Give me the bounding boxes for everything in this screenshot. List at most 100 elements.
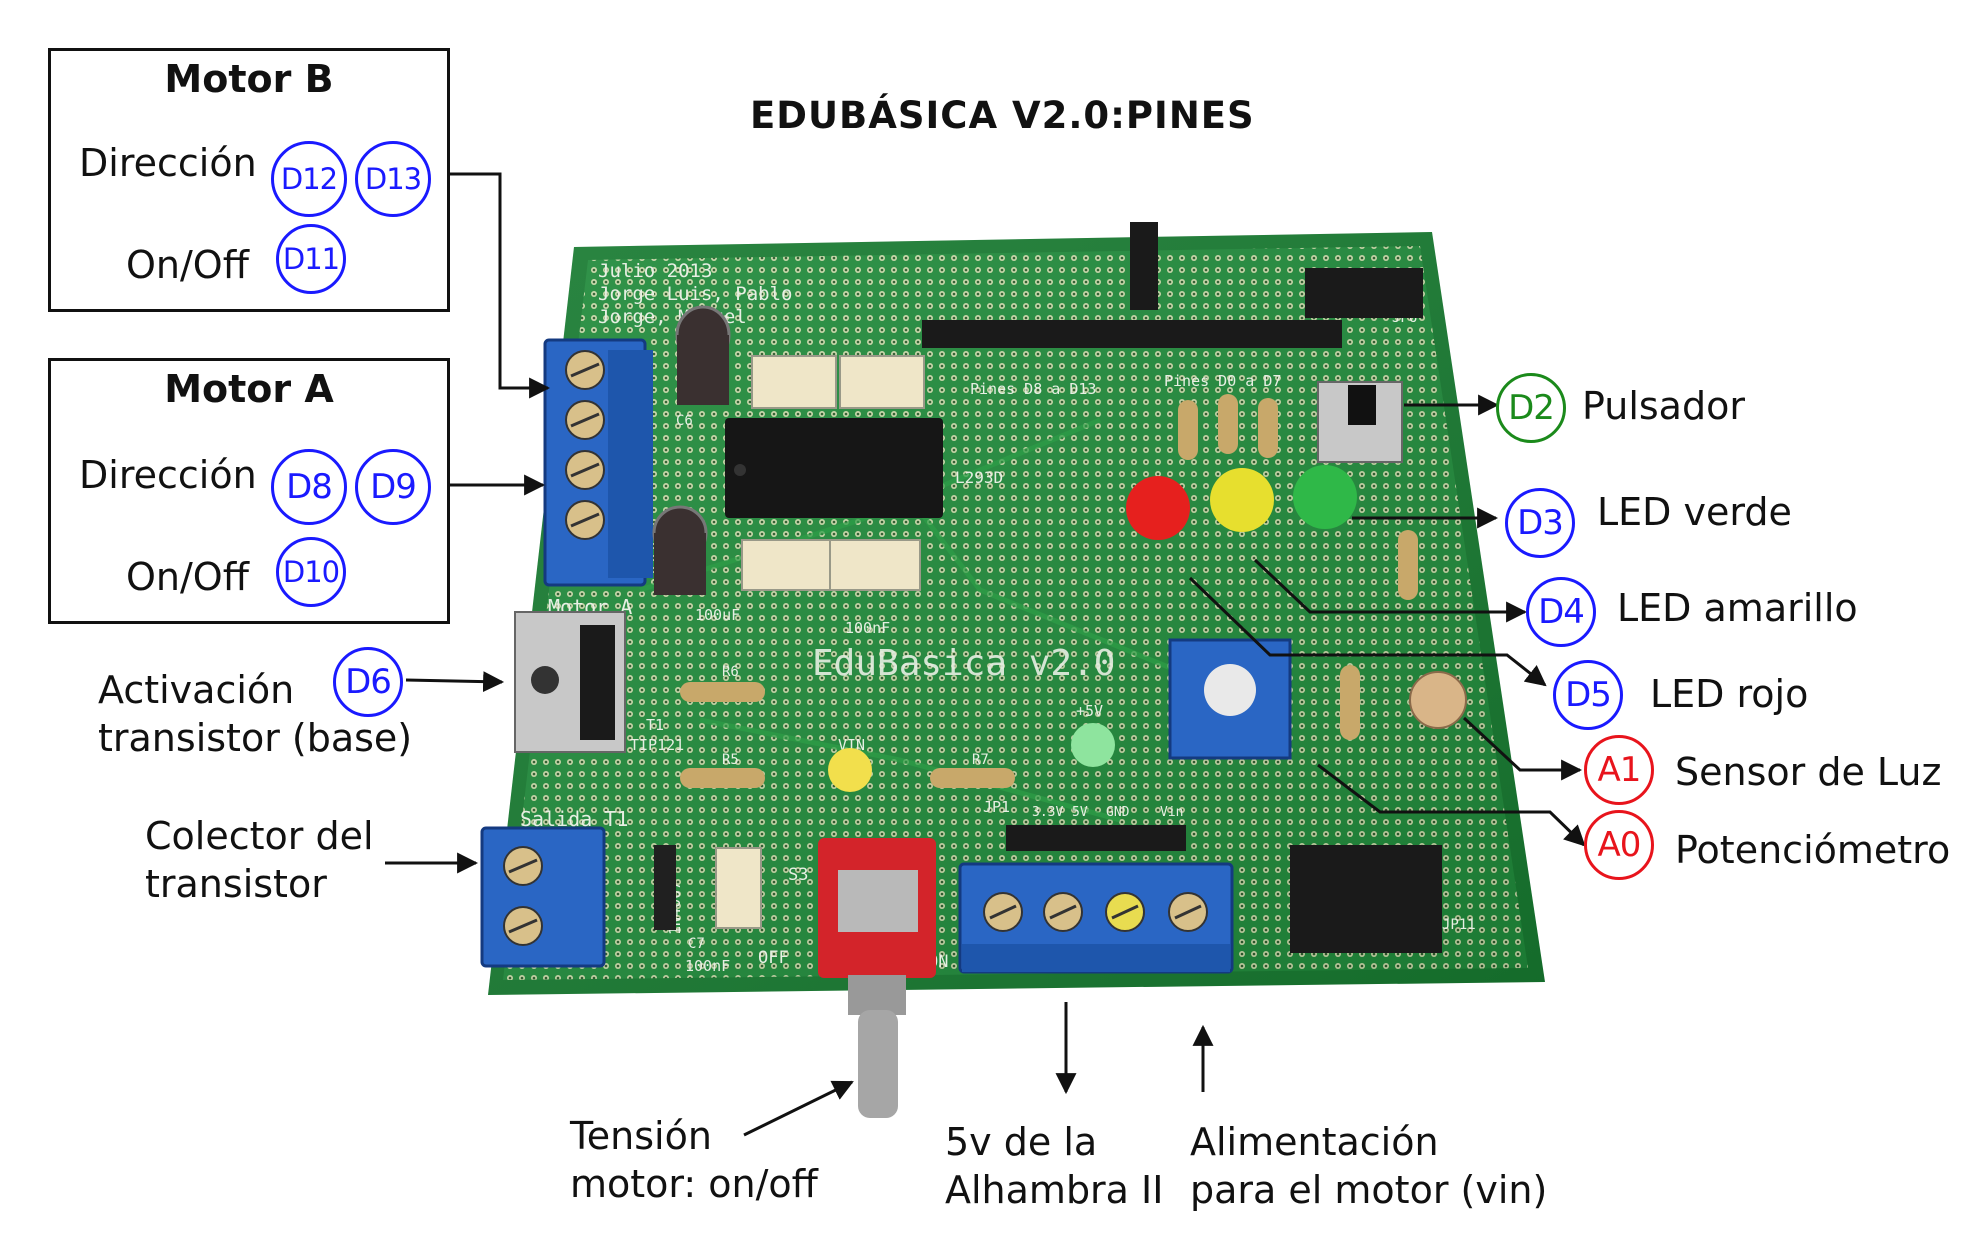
silk-ic: L293D — [955, 468, 1003, 487]
led-red — [1126, 476, 1190, 540]
silk-cap-c3: 100nF — [845, 619, 890, 637]
pin-d12: D12 — [271, 141, 347, 217]
silk-cap-c7: 100nF — [685, 957, 730, 975]
silk-pins-left: Pines D8 a D13 — [970, 380, 1096, 398]
silk-cap-c5: 100uF — [695, 606, 740, 624]
label-pulsador: Pulsador — [1582, 384, 1745, 428]
motor-a-direction-label: Dirección — [79, 453, 257, 497]
motor-a-onoff-label: On/Off — [126, 555, 249, 599]
motor-b-direction-label: Dirección — [79, 141, 257, 185]
led-vin — [828, 748, 872, 792]
connector-arrows — [385, 172, 1586, 1137]
arrow-motor-b — [450, 172, 551, 399]
pin-d13: D13 — [355, 141, 431, 217]
silk-off: OFF — [758, 948, 789, 968]
transistor-tip121 — [514, 611, 626, 753]
led-yellow — [1210, 468, 1274, 532]
diagram-title: EDUBÁSICA V2.0:PINES — [750, 94, 1255, 137]
activation-label-line1: Activación — [98, 668, 295, 712]
capacitor-c7 — [715, 847, 762, 929]
capacitor-film-1 — [751, 355, 837, 409]
header-jp1 — [1006, 825, 1186, 851]
capacitor-film-2 — [839, 355, 925, 409]
arrow-potenciometro — [1317, 763, 1586, 847]
resistors — [680, 394, 1418, 788]
motor-terminal-block — [543, 338, 653, 587]
silk-3v3: 3.3V — [1032, 805, 1063, 820]
pin-d10: D10 — [276, 537, 346, 607]
pin-a0: A0 — [1584, 810, 1654, 880]
arrow-led-rojo — [1188, 576, 1547, 687]
header-jp11 — [1290, 845, 1442, 953]
ldr-sensor — [1409, 671, 1467, 729]
silk-r7: R7 — [972, 752, 989, 768]
motor-switch-label-line1: Tensión — [570, 1114, 712, 1158]
capacitor-film-3 — [741, 539, 833, 591]
capacitor-film-4 — [829, 539, 921, 591]
motor-a-heading: Motor A — [164, 367, 334, 411]
motor-b-box: Motor B Dirección D12 D13 On/Off D11 — [48, 48, 450, 312]
silk-credit-1: Julio 2013 — [598, 260, 712, 282]
pin-d3: D3 — [1505, 488, 1575, 558]
power-terminal-block — [958, 862, 1234, 974]
motor-switch-label-line2: motor: on/off — [570, 1162, 818, 1206]
silk-pins-right: Pines D0 a D7 — [1164, 372, 1281, 390]
label-led-amarillo: LED amarillo — [1617, 586, 1858, 630]
arrow-activation-transistor — [405, 671, 505, 693]
silk-c7: C7 — [688, 936, 705, 952]
potentiometer — [1168, 638, 1292, 760]
pin-d11: D11 — [276, 224, 346, 294]
pin-d2: D2 — [1496, 373, 1566, 443]
board-silkscreen: Julio 2013 Jorge Luis, Pablo Jorge, Manu… — [520, 260, 1476, 975]
label-potenciometro: Potenciómetro — [1675, 828, 1951, 872]
pin-d5: D5 — [1553, 660, 1623, 730]
motor-power-label-line1: Alimentación — [1190, 1120, 1439, 1164]
led-green — [1293, 465, 1357, 529]
motor-a-box: Motor A Dirección D8 D9 On/Off D10 — [48, 358, 450, 624]
pin-d9: D9 — [355, 449, 431, 525]
arrow-motor-switch — [743, 1080, 854, 1137]
silk-jp11: JP11 — [1442, 917, 1476, 933]
silk-jp1: JP1 — [983, 798, 1010, 816]
silk-credit-2: Jorge Luis, Pablo — [598, 283, 792, 305]
arrow-led-amarillo — [1253, 558, 1528, 623]
motor-b-heading: Motor B — [164, 57, 334, 101]
pin-d8: D8 — [271, 449, 347, 525]
header-jp6 — [1305, 268, 1423, 318]
silk-5v: +5V — [1076, 702, 1103, 720]
motor-power-label-line2: para el motor (vin) — [1190, 1168, 1548, 1212]
motor-b-onoff-label: On/Off — [126, 243, 249, 287]
pin-a1: A1 — [1584, 735, 1654, 805]
label-led-rojo: LED rojo — [1650, 672, 1809, 716]
silk-tip121: TIP121 — [630, 736, 684, 754]
header-strip-top — [922, 320, 1342, 348]
silk-gnd: GND — [1106, 805, 1130, 820]
diode-1n4007 — [654, 845, 676, 930]
pin-d4: D4 — [1526, 577, 1596, 647]
silk-board-name: EduBasica v2.0 — [812, 643, 1115, 684]
label-led-verde: LED verde — [1597, 490, 1792, 534]
alhambra-label-line1: 5v de la — [945, 1120, 1098, 1164]
header-jp-vertical — [1130, 222, 1158, 310]
led-5v — [1071, 723, 1115, 767]
label-sensor-luz: Sensor de Luz — [1675, 750, 1942, 794]
silk-c6: C6 — [676, 413, 693, 429]
silk-s3: S3 — [788, 865, 808, 885]
toggle-switch — [818, 838, 936, 1118]
silk-r6: R6 — [722, 664, 739, 680]
silk-t1: T1 — [646, 716, 664, 734]
collector-label-line1: Colector del — [145, 814, 374, 858]
collector-terminal-block — [480, 826, 606, 968]
silk-5v-pin: 5V — [1072, 805, 1088, 820]
push-button — [1317, 381, 1403, 463]
alhambra-label-line2: Alhambra II — [945, 1168, 1164, 1212]
collector-label-line2: transistor — [145, 862, 327, 906]
activation-label-line2: transistor (base) — [98, 716, 413, 760]
l293d-chip — [725, 418, 943, 518]
silk-vin-pin: Vin — [1160, 805, 1183, 820]
silk-r5: R5 — [722, 752, 739, 768]
pin-d6: D6 — [333, 647, 403, 717]
arrow-sensor-luz — [1462, 716, 1583, 781]
board-components — [480, 222, 1467, 1118]
